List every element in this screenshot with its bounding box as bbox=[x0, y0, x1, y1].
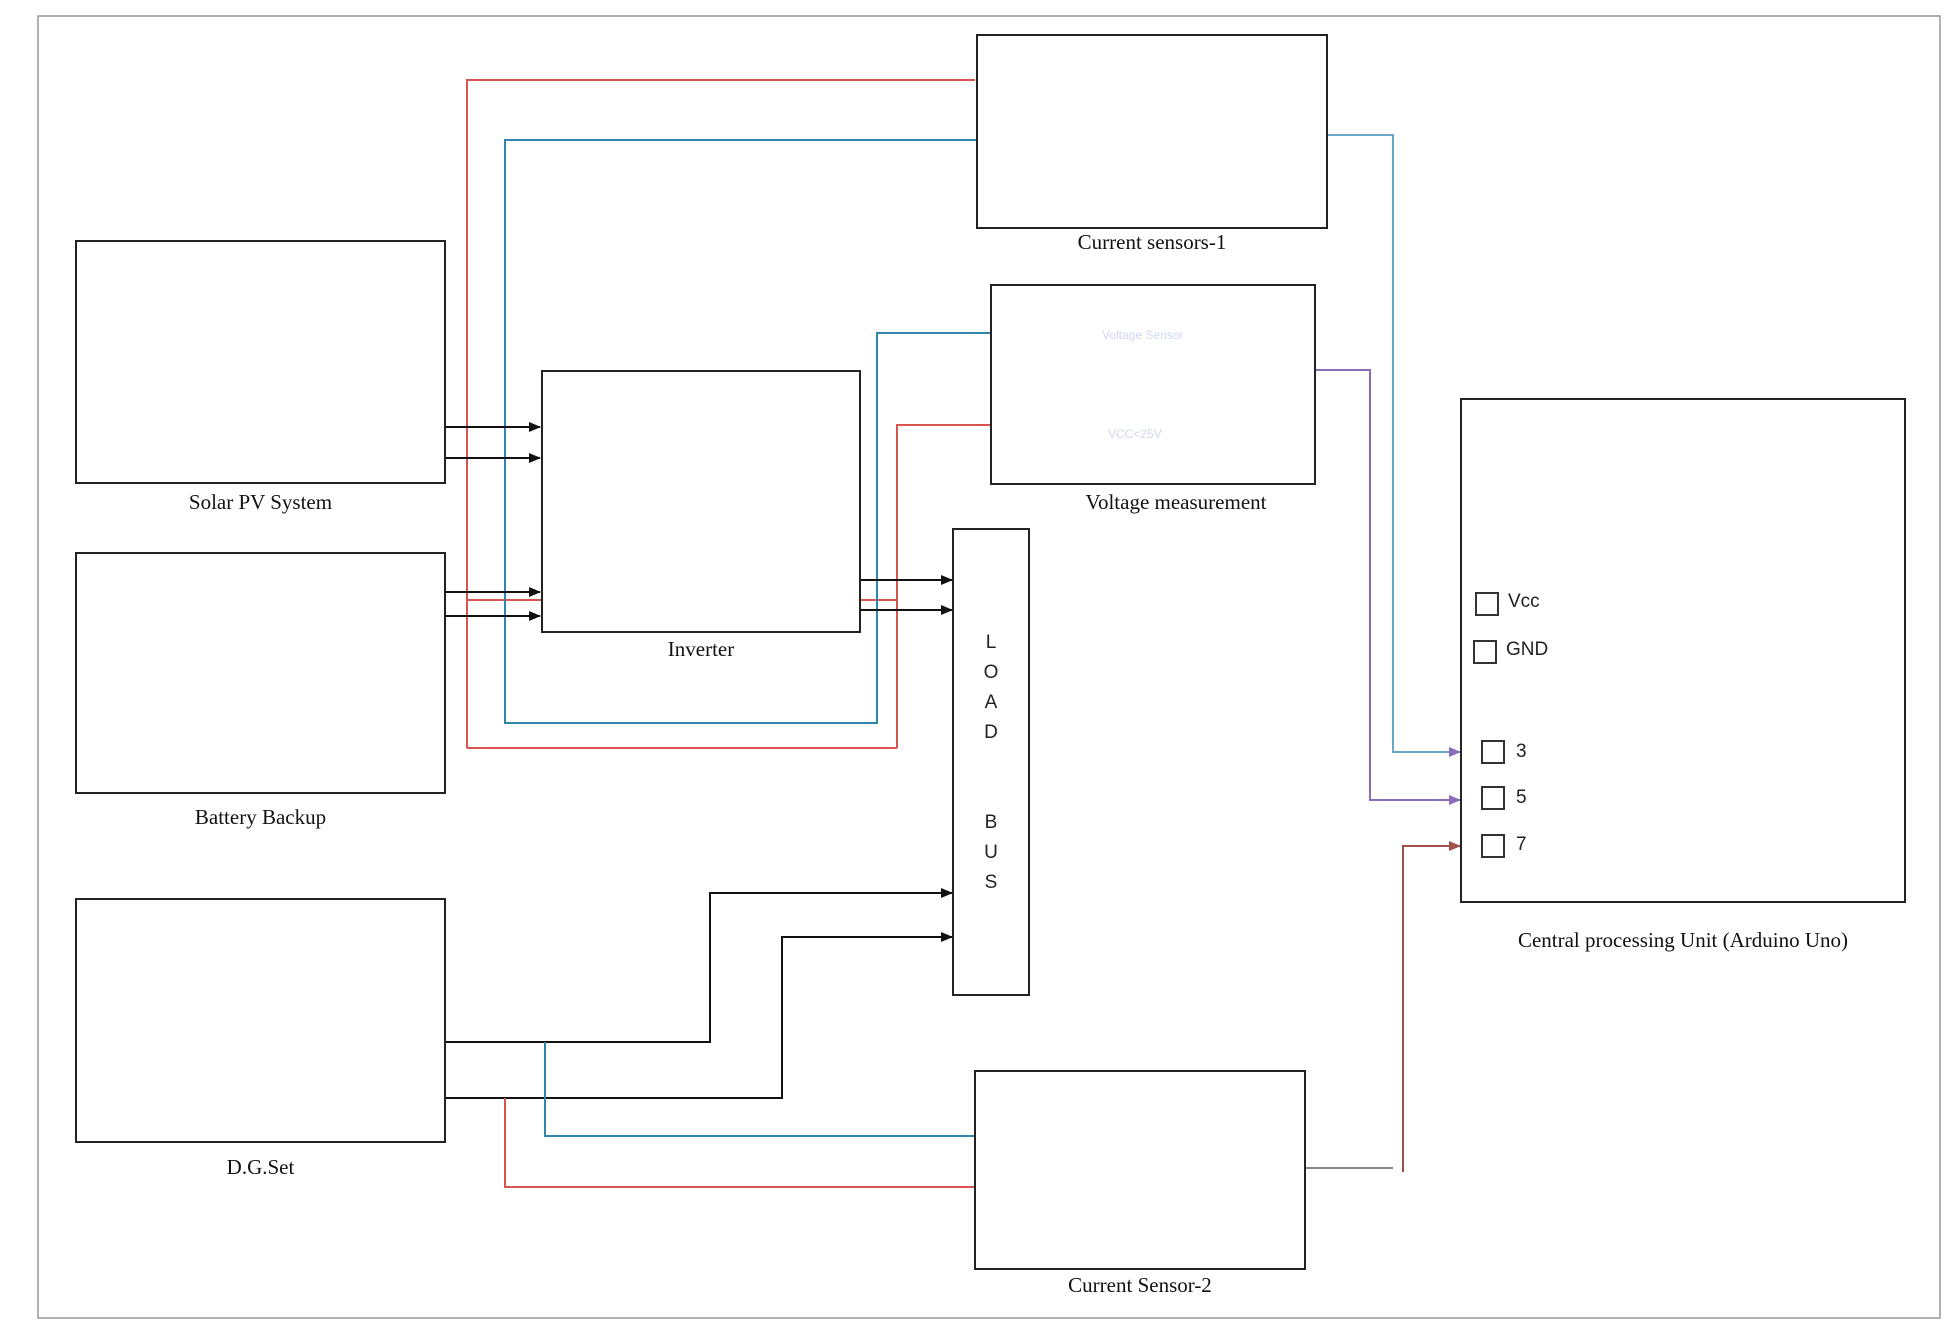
cpu-label: Central processing Unit (Arduino Uno) bbox=[1517, 928, 1849, 952]
load-letter-a: A bbox=[984, 692, 998, 713]
pin-5-label: 5 bbox=[1516, 787, 1527, 808]
bus-letter-s: S bbox=[984, 872, 998, 893]
bus-letter-u: U bbox=[984, 842, 998, 863]
inverter-label: Inverter bbox=[667, 637, 735, 661]
pin-gnd-label: GND bbox=[1506, 639, 1549, 660]
wire-red-cs2 bbox=[504, 1098, 975, 1188]
wire-cs1-pin3 bbox=[1328, 134, 1461, 757]
current-sensor-2-label: Current Sensor-2 bbox=[1068, 1273, 1212, 1297]
dg-block bbox=[75, 898, 446, 1143]
pin-3-label: 3 bbox=[1516, 741, 1527, 762]
pin-7-label: 7 bbox=[1516, 834, 1527, 855]
battery-block bbox=[75, 552, 446, 794]
dg-label: D.G.Set bbox=[226, 1155, 295, 1179]
wire-voltage-pin5 bbox=[1280, 369, 1461, 805]
pin-5-box bbox=[1481, 786, 1505, 810]
wire-dg-load-1 bbox=[443, 888, 953, 1043]
load-bus-block bbox=[952, 528, 1030, 996]
pin-7-box bbox=[1481, 834, 1505, 858]
voltage-sensor-print-1: Voltage Sensor bbox=[1102, 328, 1184, 342]
wire-blue-cs1 bbox=[504, 139, 990, 724]
solar-label: Solar PV System bbox=[188, 490, 333, 514]
load-letter-l: L bbox=[985, 632, 997, 653]
solar-block bbox=[75, 240, 446, 484]
load-letter-o: O bbox=[983, 662, 999, 683]
voltage-label: Voltage measurement bbox=[1085, 490, 1267, 514]
wire-cs2-signal bbox=[1402, 841, 1461, 1172]
current-sensor-1-label: Current sensors-1 bbox=[1077, 230, 1227, 254]
wire-blue-cs2 bbox=[544, 1042, 975, 1137]
current-sensor-2-block bbox=[974, 1070, 1306, 1270]
inverter-block bbox=[541, 370, 861, 633]
cpu-block bbox=[1460, 398, 1906, 903]
pin-vcc-box bbox=[1475, 592, 1499, 616]
current-sensor-1-block bbox=[976, 34, 1328, 229]
outer-border bbox=[37, 15, 1941, 1319]
load-letter-d: D bbox=[984, 722, 998, 743]
pin-3-box bbox=[1481, 740, 1505, 764]
voltage-sensor-print-2: VCC<25V bbox=[1108, 427, 1162, 441]
pin-gnd-box bbox=[1473, 640, 1497, 664]
bus-letter-b: B bbox=[984, 812, 998, 833]
voltage-block bbox=[990, 284, 1316, 485]
battery-label: Battery Backup bbox=[194, 805, 327, 829]
wire-dg-load-2 bbox=[443, 932, 953, 1099]
pin-vcc-label: Vcc bbox=[1508, 591, 1540, 612]
